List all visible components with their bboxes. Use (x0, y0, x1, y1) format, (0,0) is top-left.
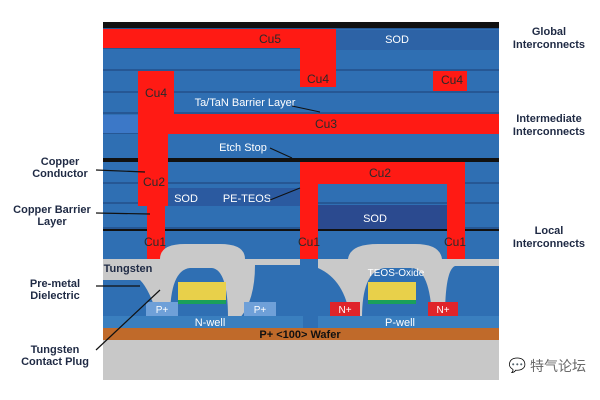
label-cu4-left: Cu4 (145, 86, 167, 100)
sod-band-mid (318, 205, 458, 229)
n-plus-right-region (428, 302, 458, 316)
top-cap (103, 22, 499, 28)
label-cu1-c: Cu1 (444, 235, 466, 249)
p-plus-left-region (146, 302, 178, 316)
label-n-plus-1: N+ (338, 305, 351, 316)
label-cu4-mid: Cu4 (307, 72, 329, 86)
p-plus-right-region (244, 302, 276, 316)
cu3-line (138, 114, 499, 134)
gate-left (178, 282, 226, 302)
gate-left-oxide (178, 300, 226, 304)
label-n-plus-2: N+ (436, 305, 449, 316)
n-well (103, 316, 303, 328)
cu2-mid-line (300, 162, 465, 184)
label-cu2-mid: Cu2 (369, 166, 391, 180)
base-substrate (103, 340, 499, 380)
label-copper-barrier: Copper Barrier Layer (13, 204, 91, 228)
left-dark-block (103, 115, 139, 133)
label-cu3: Cu3 (315, 117, 337, 131)
label-cu1-a: Cu1 (144, 235, 166, 249)
gate-right-oxide (368, 300, 416, 304)
cu4-right-block (433, 71, 467, 91)
label-cu5: Cu5 (259, 32, 281, 46)
watermark: 💬 特气论坛 (509, 356, 586, 376)
cu2-mid-right-via (447, 162, 465, 259)
label-teos-oxide: TEOS-Oxide (368, 268, 425, 279)
label-copper-conductor: Copper Conductor (32, 156, 88, 180)
label-intermediate: Intermediate Interconnects (512, 113, 586, 138)
label-pre-metal: Pre-metal Dielectric (29, 278, 81, 302)
label-local: Local Interconnects (512, 225, 586, 250)
label-tungsten: Tungsten (104, 263, 153, 275)
label-wafer: P+ <100> Wafer (259, 329, 341, 341)
label-cu2-left: Cu2 (143, 175, 165, 189)
inner-arrows (269, 105, 321, 201)
cu2-left-via (138, 134, 168, 206)
label-sod-mid: SOD (363, 213, 387, 225)
label-p-well: P-well (385, 317, 415, 329)
watermark-text: 特气论坛 (530, 359, 586, 375)
label-cu4-right: Cu4 (441, 73, 463, 87)
cu5-via (300, 29, 336, 87)
cu4-left-block (138, 71, 174, 114)
tungsten-layer-right (318, 244, 499, 318)
etch-stop-line (103, 158, 499, 162)
copper-lines (103, 29, 499, 259)
sod-band-left (165, 188, 300, 206)
label-pe-teos: PE-TEOS (223, 193, 271, 205)
n-plus-left-region (330, 302, 360, 316)
label-global: Global Interconnects (512, 26, 586, 51)
label-tungsten-plug: Tungsten Contact Plug (21, 344, 89, 368)
label-sod-top: SOD (385, 34, 409, 46)
wechat-icon: 💬 (508, 358, 526, 374)
p-well (318, 316, 499, 328)
left-arrows (95, 169, 161, 351)
wafer-layer (103, 328, 499, 340)
tungsten-layer (103, 244, 300, 318)
label-barrier: Ta/TaN Barrier Layer (195, 97, 296, 109)
label-p-plus-2: P+ (254, 305, 267, 316)
label-n-well: N-well (195, 317, 226, 329)
sod-band-top (335, 30, 499, 50)
label-sod-left: SOD (174, 193, 198, 205)
gate-right (368, 282, 416, 302)
cu2-mid-left-via (300, 162, 318, 259)
label-cu1-b: Cu1 (298, 235, 320, 249)
cu5-line (103, 29, 335, 48)
label-etch-stop: Etch Stop (219, 142, 267, 154)
label-p-plus-1: P+ (156, 305, 169, 316)
cu1-left-via (147, 206, 165, 259)
